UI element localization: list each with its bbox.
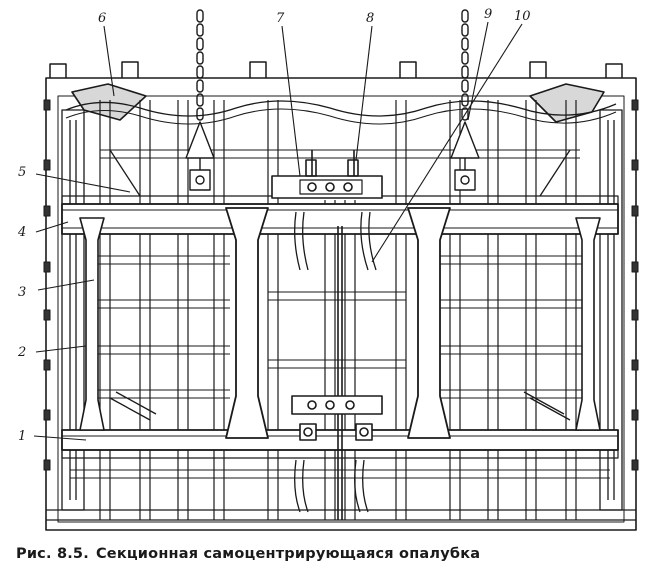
figure-caption: Рис. 8.5. Секционная самоцентрирующаяся о…: [16, 546, 656, 572]
leader-lines: [33, 21, 523, 441]
left-column-outer: [79, 217, 105, 431]
chain-right: [450, 9, 480, 191]
callout-1: 1: [18, 429, 26, 444]
upper-brackets: [71, 83, 605, 123]
callout-7: 7: [276, 11, 285, 26]
lower-beam: [61, 429, 619, 459]
right-column-outer: [575, 217, 601, 431]
top-cable: [65, 100, 617, 117]
central-divider: [337, 226, 343, 520]
callout-5: 5: [18, 165, 26, 180]
column-left: [225, 207, 269, 439]
formwork-inner-frame: [57, 95, 625, 523]
upper-beam: [61, 195, 619, 235]
diagonal-braces: [109, 149, 571, 421]
callout-4: 4: [17, 225, 26, 240]
chain-left: [185, 9, 215, 191]
top-posts: [49, 61, 623, 78]
lower-jack: [291, 395, 383, 441]
column-right: [407, 207, 451, 439]
hoses: [294, 211, 377, 513]
caption-prefix: Рис. 8.5.: [16, 546, 89, 562]
callout-3: 3: [18, 285, 26, 300]
horizontal-ribs: [70, 149, 610, 479]
formwork-outer-frame: [45, 77, 637, 531]
side-studs: [43, 99, 639, 471]
bottom-slab: [46, 509, 636, 521]
callout-10: 10: [514, 9, 531, 24]
upper-jack: [271, 150, 383, 199]
callout-8: 8: [366, 11, 374, 26]
callout-6: 6: [98, 11, 106, 26]
callout-2: 2: [17, 345, 26, 360]
callout-9: 9: [484, 7, 492, 22]
caption-text: Секционная самоцентрирующаяся опалубка: [95, 546, 481, 562]
